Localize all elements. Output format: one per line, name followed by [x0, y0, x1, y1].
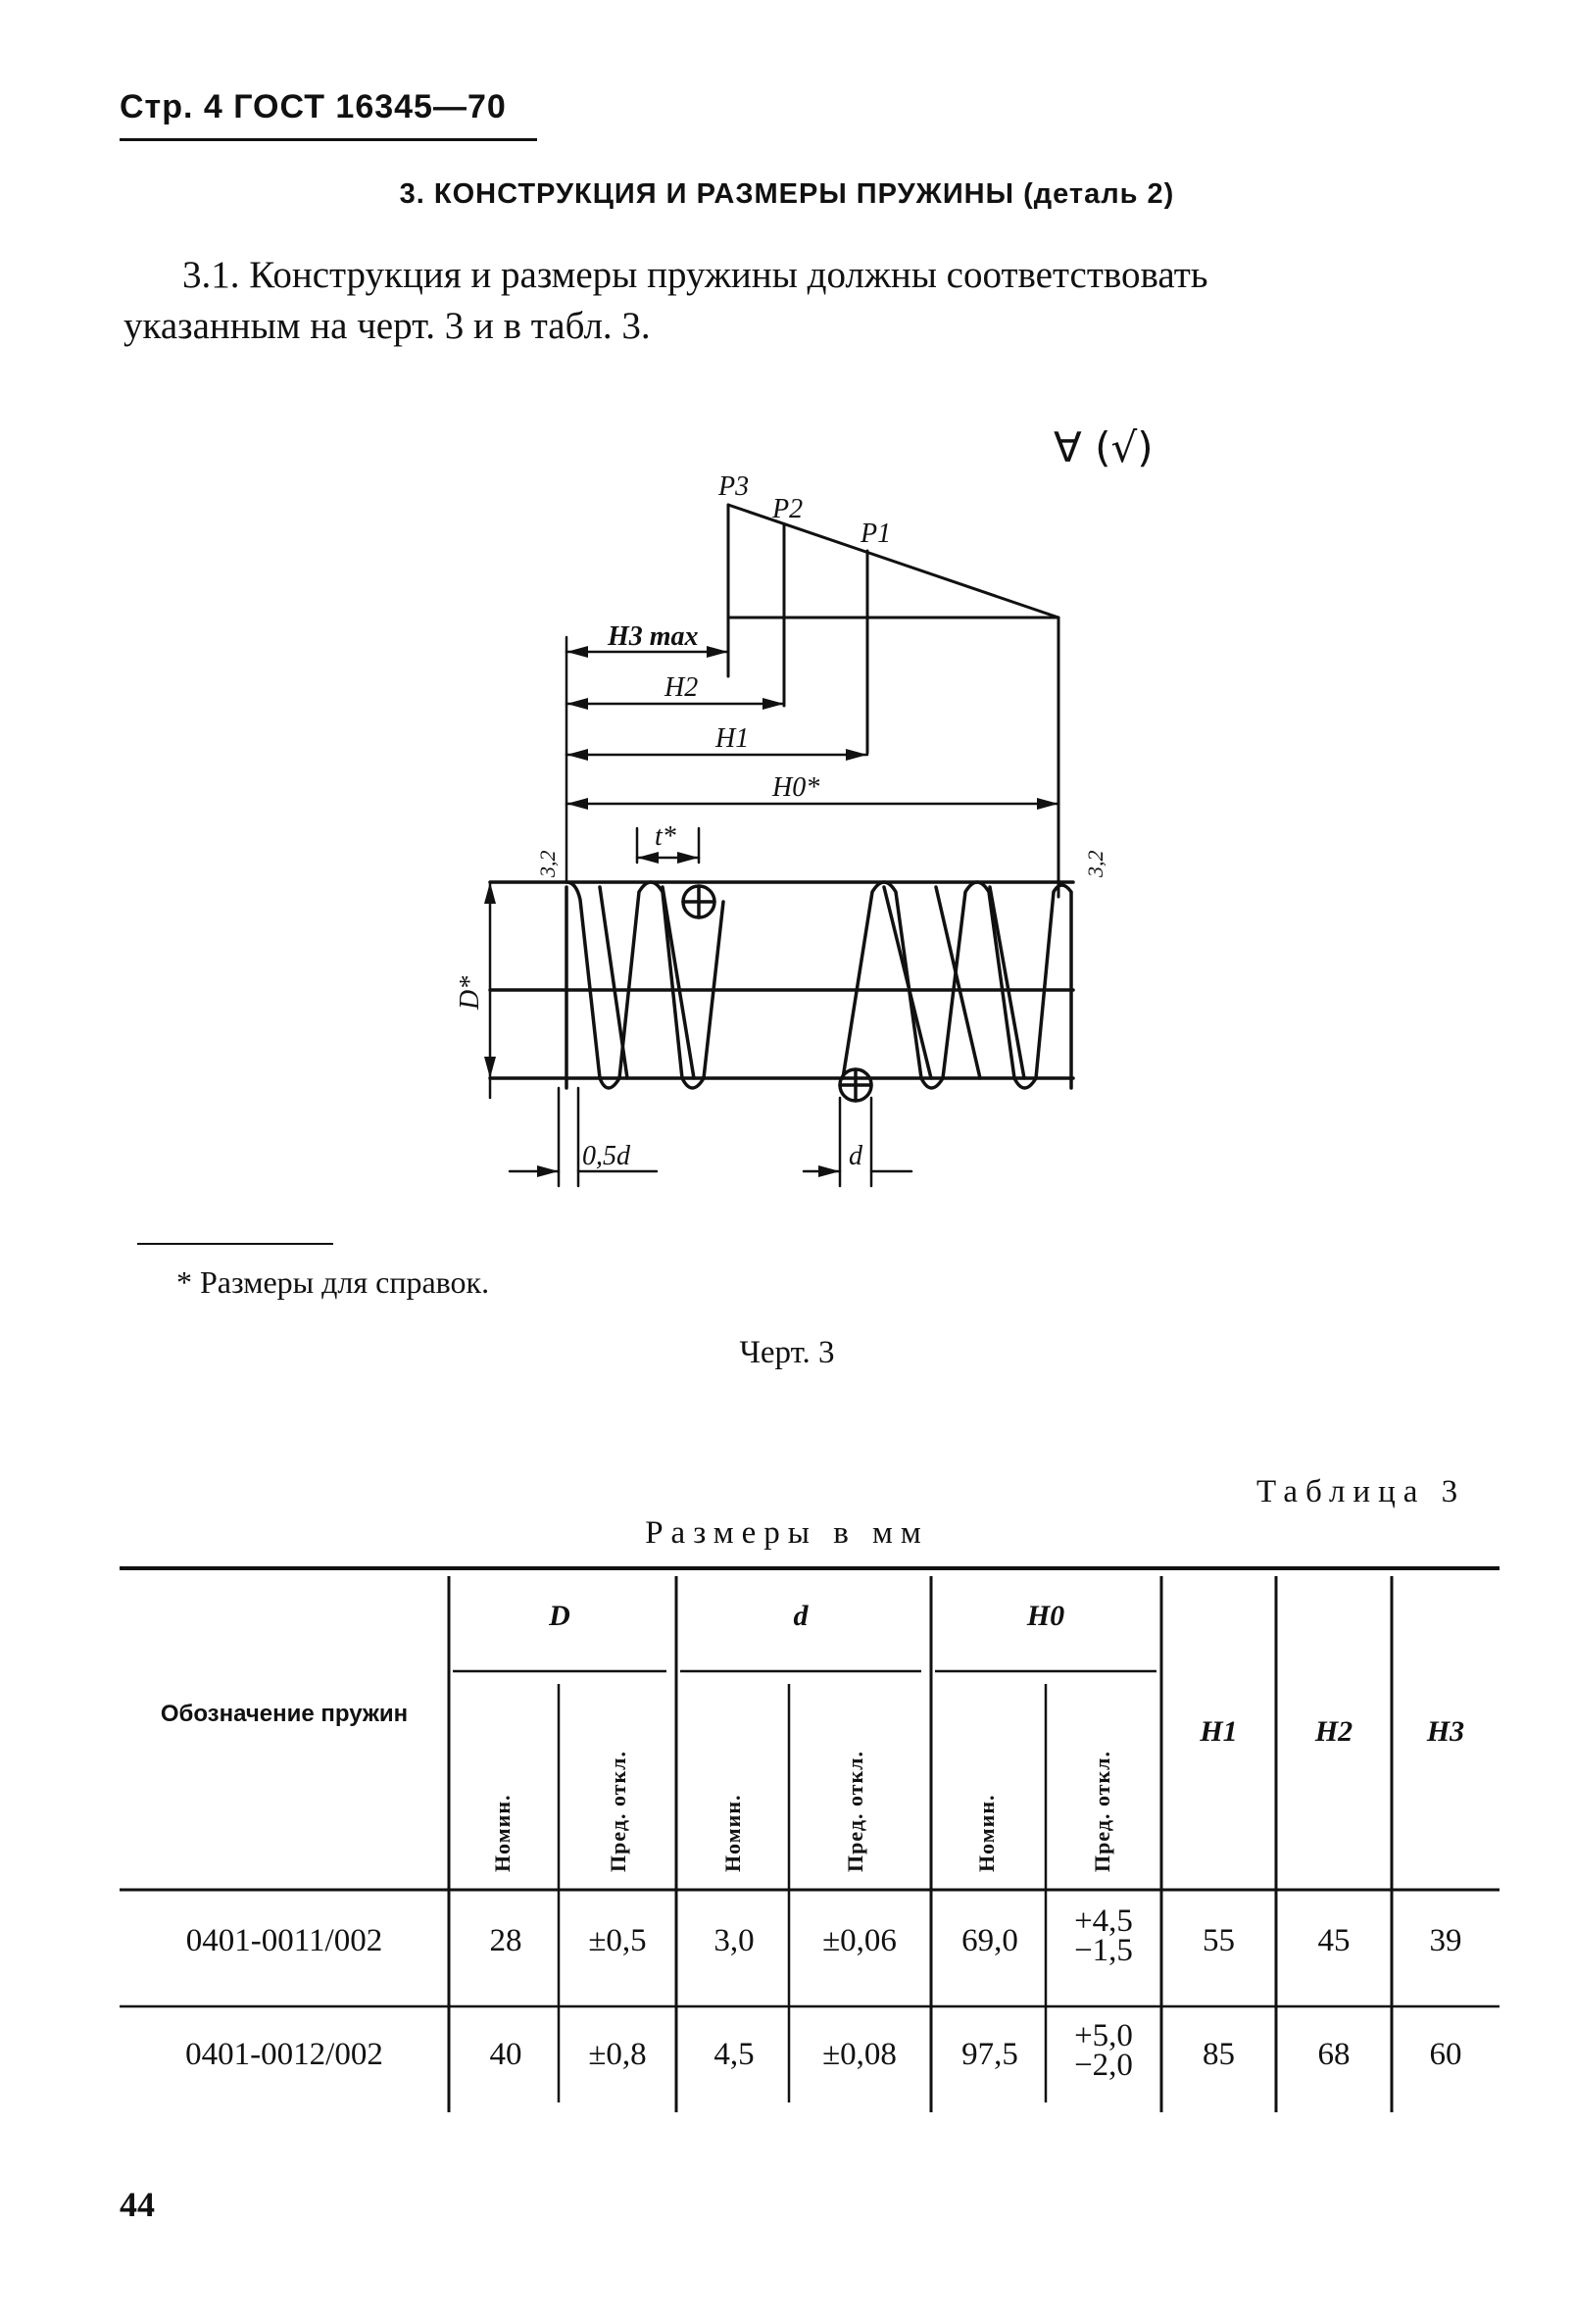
- row1-d-nominal: 3,0: [713, 1923, 755, 1958]
- header-D-tolerance: Пред. откл.: [606, 1751, 630, 1872]
- row2-H0-tol-minus: −2,0: [1074, 2048, 1133, 2083]
- row2-H0-nominal: 97,5: [961, 2037, 1018, 2072]
- header-H1: H1: [1200, 1715, 1238, 1748]
- section-title: 3. КОНСТРУКЦИЯ И РАЗМЕРЫ ПРУЖИНЫ (деталь…: [399, 178, 1175, 210]
- row1-D-tolerance: ±0,5: [588, 1923, 647, 1958]
- paragraph-line-2: указанным на черт. 3 и в табл. 3.: [123, 305, 651, 347]
- page-number: 44: [120, 2185, 155, 2224]
- label-h1: H1: [714, 723, 749, 754]
- row2-H3: 60: [1429, 2037, 1462, 2072]
- row1-H1: 55: [1203, 1923, 1235, 1958]
- roughness-symbol: ∀ (√): [1054, 423, 1154, 471]
- page-header: Стр. 4 ГОСТ 16345—70: [120, 88, 507, 125]
- row2-d-nominal: 4,5: [713, 2037, 755, 2072]
- label-rough-left: 3,2: [535, 851, 560, 879]
- footnote-rule: [137, 1243, 333, 1245]
- label-p3: P3: [717, 471, 749, 502]
- row1-d-tolerance: ±0,06: [822, 1923, 897, 1958]
- row1-H2: 45: [1317, 1923, 1351, 1958]
- label-half-d: 0,5d: [582, 1141, 631, 1171]
- paragraph-line-1: 3.1. Конструкция и размеры пружины должн…: [182, 254, 1208, 296]
- label-p1: P1: [860, 519, 891, 549]
- header-H0-tolerance: Пред. откл.: [1090, 1751, 1114, 1872]
- header-d: d: [793, 1600, 809, 1632]
- table-number: Таблица 3: [1256, 1474, 1466, 1509]
- row2-H0-tol-plus: +5,0: [1074, 2018, 1133, 2053]
- row1-designation: 0401-0011/002: [185, 1923, 383, 1958]
- label-p2: P2: [771, 494, 803, 524]
- label-d: d: [849, 1141, 863, 1171]
- header-H0: H0: [1026, 1600, 1065, 1632]
- header-H2: H2: [1314, 1715, 1353, 1748]
- row2-D-nominal: 40: [489, 2037, 522, 2072]
- figure-caption: Черт. 3: [739, 1335, 835, 1370]
- spring-drawing: P3 P2 P1 H3 max H2 H1 H0* t* D* 0,5d d 3…: [455, 471, 1107, 1188]
- header-H3: H3: [1426, 1715, 1465, 1748]
- row2-D-tolerance: ±0,8: [588, 2037, 647, 2072]
- row1-H3: 39: [1429, 1923, 1462, 1958]
- header-H0-nominal: Номин.: [974, 1794, 999, 1872]
- table-units: Размеры в мм: [645, 1515, 929, 1551]
- header-D-nominal: Номин.: [490, 1794, 515, 1872]
- label-h0: H0*: [771, 772, 819, 803]
- row1-H0-tol-plus: +4,5: [1074, 1904, 1133, 1939]
- header-d-tolerance: Пред. откл.: [843, 1751, 867, 1872]
- header-D: D: [549, 1600, 570, 1632]
- spring-body: [488, 880, 1075, 1103]
- header-rule: [120, 138, 537, 141]
- row1-D-nominal: 28: [489, 1923, 522, 1958]
- row2-H2: 68: [1317, 2037, 1351, 2072]
- header-designation: Обозначение пружин: [160, 1701, 409, 1727]
- row1-H0-nominal: 69,0: [961, 1923, 1018, 1958]
- label-t: t*: [655, 821, 676, 852]
- row2-H1: 85: [1203, 2037, 1235, 2072]
- footnote: * Размеры для справок.: [176, 1264, 490, 1300]
- row1-H0-tol-minus: −1,5: [1074, 1933, 1133, 1968]
- label-h2: H2: [664, 672, 698, 703]
- dimension-arrows: [566, 646, 1058, 810]
- row2-d-tolerance: ±0,08: [822, 2037, 897, 2072]
- label-h3max: H3 max: [607, 621, 699, 652]
- label-D: D*: [455, 976, 485, 1011]
- label-rough-right: 3,2: [1083, 851, 1107, 879]
- row2-designation: 0401-0012/002: [185, 2037, 383, 2072]
- load-diagram: [726, 503, 1060, 899]
- header-d-nominal: Номин.: [720, 1794, 745, 1872]
- dimension-lines: [565, 635, 1060, 884]
